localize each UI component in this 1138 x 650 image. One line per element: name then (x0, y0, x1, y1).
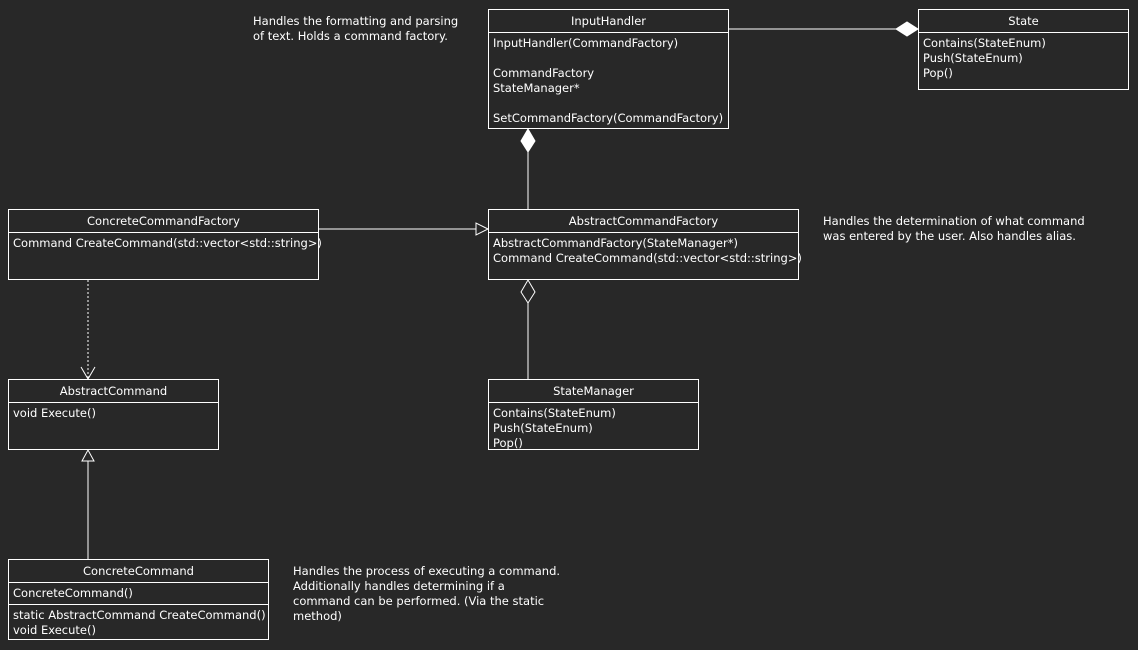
note-line: Handles the process of executing a comma… (293, 564, 561, 578)
note-line: Additionally handles determining if a (293, 579, 505, 593)
class-member: SetCommandFactory(CommandFactory) (493, 111, 724, 125)
class-member (493, 96, 724, 111)
class-member: Pop() (923, 66, 953, 80)
class-abstract-command-factory[interactable]: AbstractCommandFactory AbstractCommandFa… (488, 209, 802, 280)
class-member: InputHandler(CommandFactory) (493, 36, 679, 50)
class-member: Contains(StateEnum) (923, 36, 1046, 50)
class-member: void Execute() (13, 623, 96, 637)
composition-diamond-input-handler (520, 128, 536, 153)
class-member: Contains(StateEnum) (493, 406, 616, 420)
class-member: ConcreteCommand() (13, 586, 133, 600)
class-member: static AbstractCommand CreateCommand() (13, 608, 266, 622)
member-section: InputHandler(CommandFactory) CommandFacto… (489, 33, 728, 129)
class-member: Command CreateCommand(std::vector<std::s… (493, 251, 802, 265)
class-state[interactable]: State Contains(StateEnum)Push(StateEnum)… (918, 9, 1129, 90)
class-concrete-command-factory[interactable]: ConcreteCommandFactory Command CreateCom… (8, 209, 322, 280)
member-section: void Execute() (9, 403, 218, 424)
member-section: AbstractCommandFactory(StateManager*)Com… (489, 233, 802, 269)
class-member: Command CreateCommand(std::vector<std::s… (13, 236, 322, 250)
class-input-handler[interactable]: InputHandler InputHandler(CommandFactory… (488, 9, 729, 129)
class-member: AbstractCommandFactory(StateManager*) (493, 236, 738, 250)
generalization-arrow-command (81, 448, 95, 462)
class-name: InputHandler (489, 10, 728, 33)
class-member: CommandFactory (493, 66, 595, 80)
note-line: Handles the formatting and parsing (253, 14, 459, 28)
class-member: Push(StateEnum) (923, 51, 1023, 65)
class-abstract-command[interactable]: AbstractCommand void Execute() (8, 379, 219, 450)
note-line: was entered by the user. Also handles al… (823, 229, 1076, 243)
aggregation-diamond-factory (520, 279, 536, 304)
class-member: void Execute() (13, 406, 96, 420)
class-member (493, 51, 724, 66)
class-name: AbstractCommand (9, 380, 218, 403)
class-state-manager[interactable]: StateManager Contains(StateEnum)Push(Sta… (488, 379, 699, 450)
composition-diamond-state (895, 21, 919, 37)
note-line: command can be performed. (Via the stati… (293, 594, 545, 608)
generalization-arrow-factory (475, 222, 490, 236)
member-section: Command CreateCommand(std::vector<std::s… (9, 233, 322, 254)
note-abstract-command-factory: Handles the determination of what comman… (823, 214, 1085, 244)
class-concrete-command[interactable]: ConcreteCommand ConcreteCommand() static … (8, 559, 269, 640)
note-concrete-command: Handles the process of executing a comma… (293, 564, 560, 624)
member-section: Contains(StateEnum)Push(StateEnum)Pop() (489, 403, 698, 454)
class-name: ConcreteCommand (9, 560, 268, 583)
class-name: ConcreteCommandFactory (9, 210, 318, 233)
class-name: AbstractCommandFactory (489, 210, 798, 233)
note-line: method) (293, 609, 342, 623)
note-line: Handles the determination of what comman… (823, 214, 1085, 228)
class-member: StateManager* (493, 81, 580, 95)
class-name: State (919, 10, 1128, 33)
member-section: ConcreteCommand() (9, 583, 268, 604)
class-member: Push(StateEnum) (493, 421, 593, 435)
note-line: of text. Holds a command factory. (253, 29, 448, 43)
class-member: Pop() (493, 436, 523, 450)
member-section: static AbstractCommand CreateCommand()vo… (9, 604, 268, 641)
class-name: StateManager (489, 380, 698, 403)
member-section: Contains(StateEnum)Push(StateEnum)Pop() (919, 33, 1128, 84)
